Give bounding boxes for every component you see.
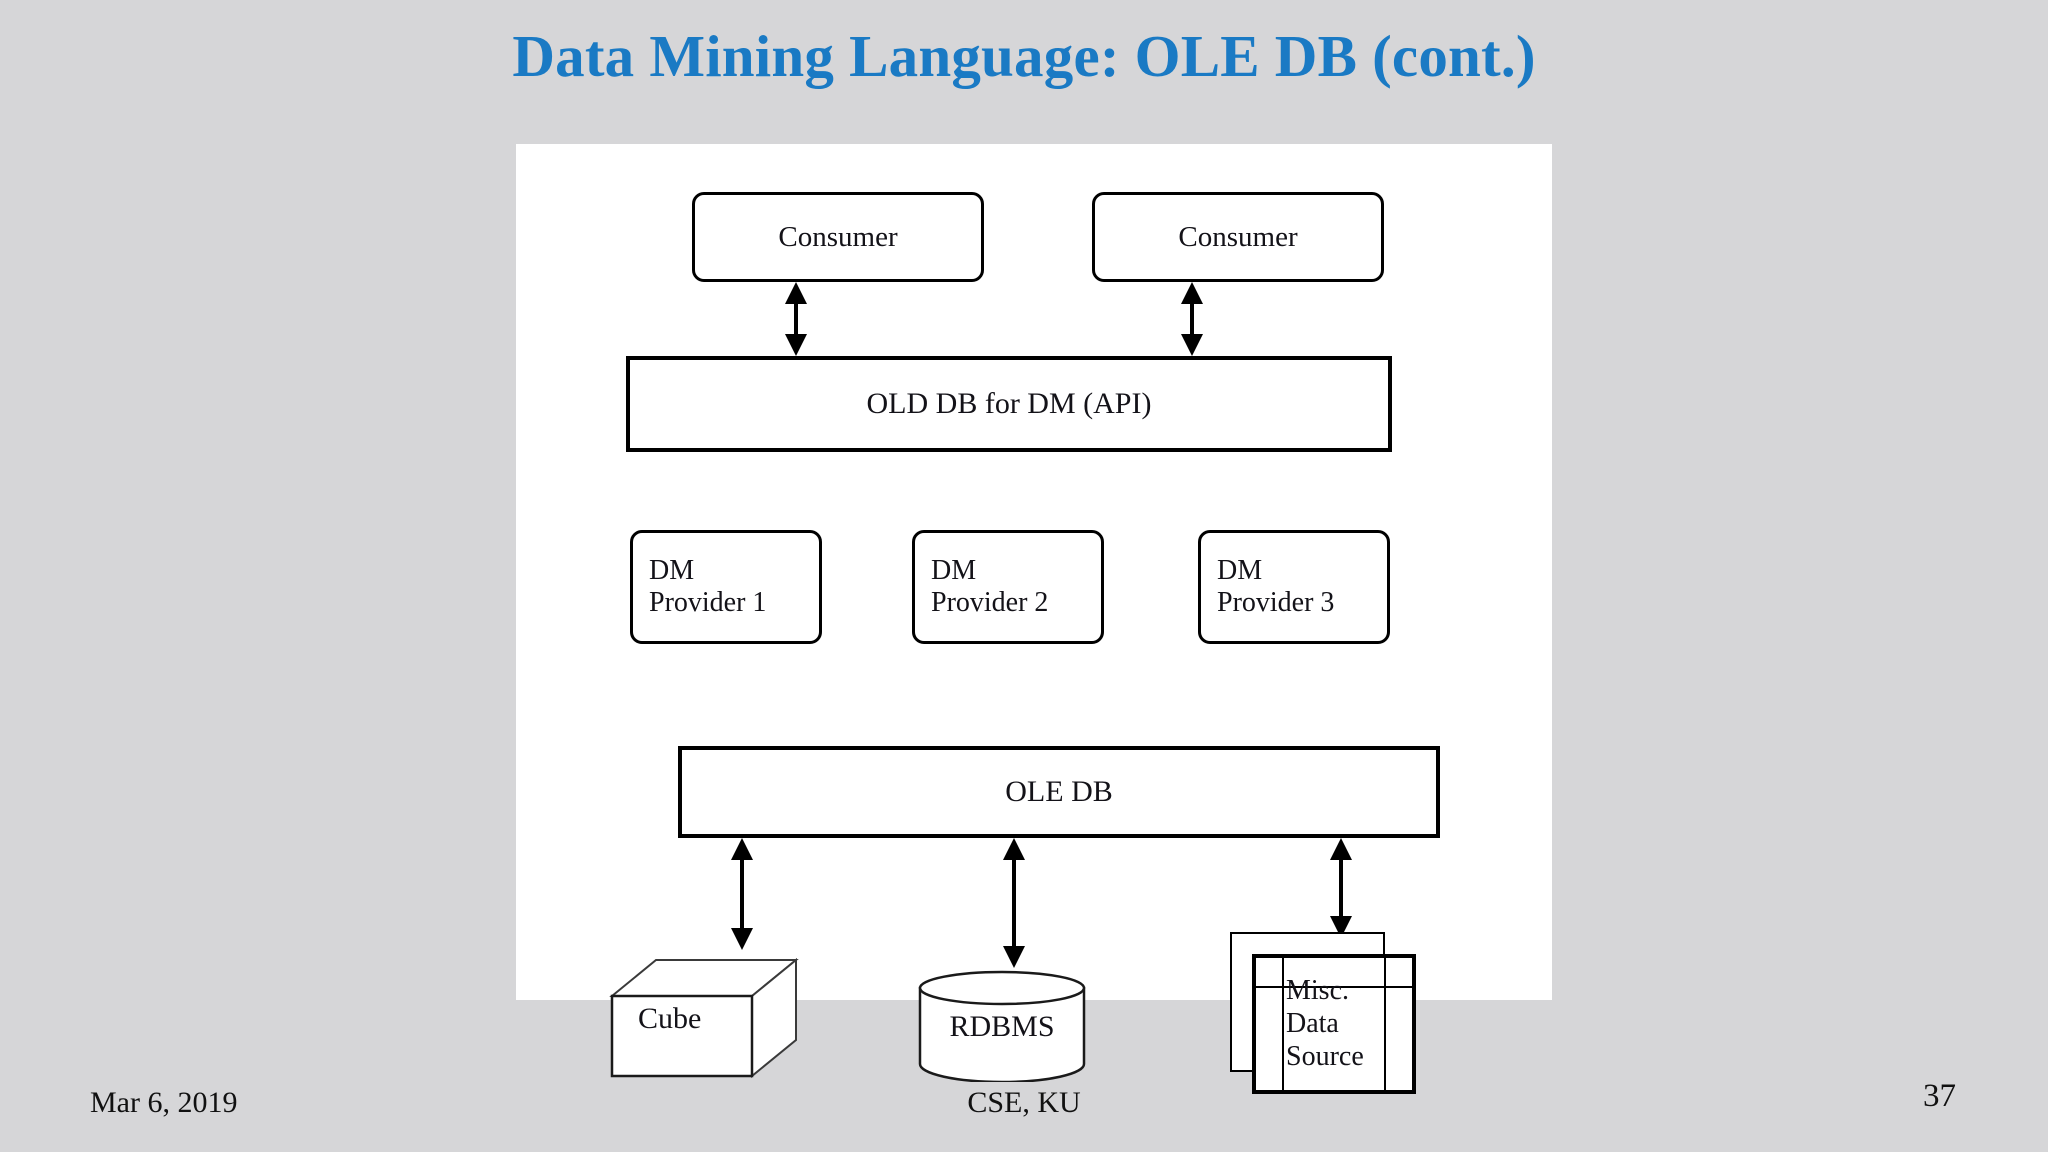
ole-db-bar-label: OLE DB [1005,775,1113,808]
arrow-head-down-icon [785,334,807,356]
api-bar: OLD DB for DM (API) [626,356,1392,452]
arrow-shaft [1190,293,1194,345]
cube-source: Cube [608,956,800,1080]
footer-page-number: 37 [1923,1078,1956,1114]
arrow-shaft [1339,849,1343,927]
arrow-consumer1-to-api [783,282,809,356]
cube-label: Cube [638,1002,702,1035]
dm-provider-1-line2: Provider 1 [649,587,767,618]
arrow-head-down-icon [1181,334,1203,356]
consumer-box-2-label: Consumer [1178,220,1298,253]
arrow-head-down-icon [1003,946,1025,968]
arrow-shaft [1012,849,1016,957]
misc-data-source-line1: Misc. [1286,975,1349,1006]
table-stack-front-icon [1252,954,1416,1094]
misc-data-source: Misc. Data Source [1230,932,1426,1102]
architecture-diagram: Consumer Consumer OLD DB for DM (API) [516,144,1552,1094]
misc-data-source-line2: Data [1286,1008,1339,1040]
arrow-consumer2-to-api [1179,282,1205,356]
footer-center-text: CSE, KU [967,1086,1081,1119]
dm-provider-box-1: DM Provider 1 [630,530,822,644]
arrow-oledb-to-cube [729,838,755,950]
page-title: Data Mining Language: OLE DB (cont.) [512,23,1536,89]
arrow-shaft [740,849,744,939]
dm-provider-3-line2: Provider 3 [1217,587,1335,618]
footer-date: Mar 6, 2019 [90,1086,238,1119]
dm-provider-box-3: DM Provider 3 [1198,530,1390,644]
rdbms-source: RDBMS [916,970,1088,1082]
table-grid-line-left [1282,958,1284,1090]
arrow-head-down-icon [731,928,753,950]
misc-data-source-line3: Source [1286,1041,1364,1073]
consumer-box-1: Consumer [692,192,984,282]
consumer-box-2: Consumer [1092,192,1384,282]
table-grid-line-top [1256,986,1412,988]
dm-provider-2-line2: Provider 2 [931,587,1049,618]
dm-provider-2-line1: DM [931,554,977,586]
rdbms-label: RDBMS [949,1010,1055,1043]
arrow-shaft [794,293,798,345]
cylinder-icon [918,970,1086,1082]
misc-data-source-label: Misc. Data Source [1286,974,1364,1073]
table-grid-line-right [1384,958,1386,1090]
arrow-oledb-to-datasource [1328,838,1354,938]
dm-provider-box-2: DM Provider 2 [912,530,1104,644]
slide-footer: Mar 6, 2019 CSE, KU 37 [0,1078,2048,1126]
dm-provider-3-line1: DM [1217,554,1263,586]
api-bar-label: OLD DB for DM (API) [866,387,1152,420]
consumer-box-1-label: Consumer [778,220,898,253]
ole-db-bar: OLE DB [678,746,1440,838]
cube-icon [609,957,799,1079]
arrow-oledb-to-rdbms [1001,838,1027,968]
dm-provider-1-line1: DM [649,554,695,586]
